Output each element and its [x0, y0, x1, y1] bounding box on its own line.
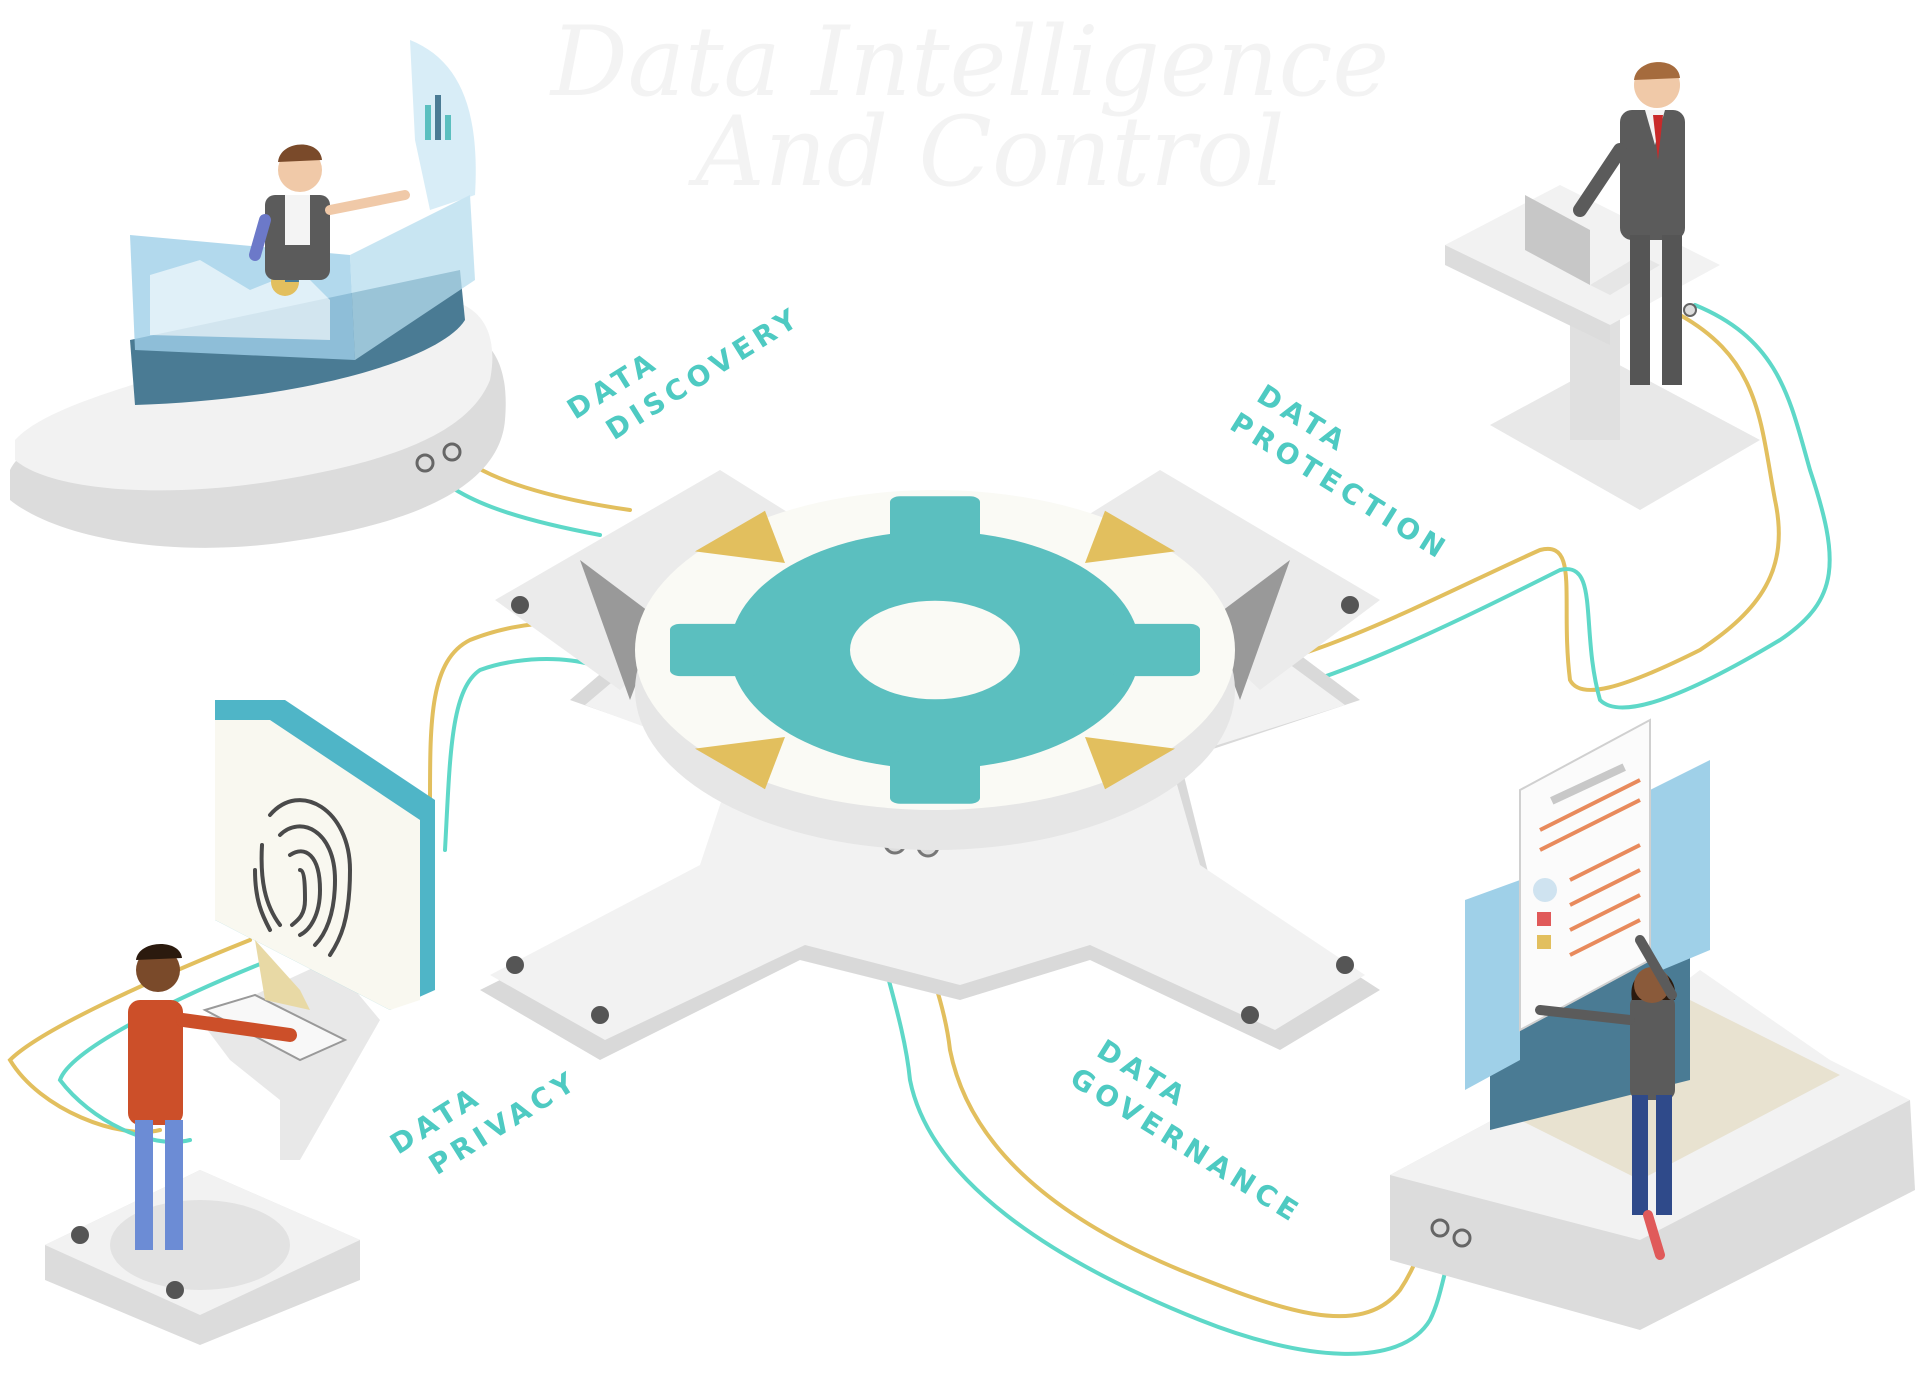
hub-bolt	[1241, 1006, 1259, 1024]
hub-arm-upper-left	[495, 470, 800, 690]
hub-bolt	[1341, 596, 1359, 614]
title-line-2: And Control	[687, 96, 1284, 208]
dashboard-screen-icon	[130, 40, 476, 360]
fingerprint-icon	[215, 700, 435, 1010]
diagram-title: Data Intelligence And Control	[549, 6, 1389, 208]
hub-bolt	[1336, 956, 1354, 974]
privacy-station	[45, 700, 435, 1345]
hub-bolt	[506, 956, 524, 974]
protection-station	[1445, 62, 1760, 510]
discovery-screen-top	[410, 40, 476, 210]
discovery-person	[249, 144, 410, 280]
gear-icon	[670, 496, 1200, 804]
discovery-screen-side	[350, 195, 475, 360]
label-privacy: DATA PRIVACY	[384, 1064, 584, 1182]
privacy-person	[128, 943, 297, 1250]
governance-person	[1535, 935, 1677, 1260]
discovery-station	[10, 40, 506, 548]
title-line-1: Data Intelligence	[549, 6, 1389, 118]
wire-protection-teal	[1233, 303, 1832, 710]
hub-arm-upper-right	[1080, 470, 1380, 690]
central-hub	[480, 470, 1380, 1060]
protection-floor	[1490, 360, 1760, 510]
label-discovery: DATA DISCOVERY	[561, 300, 807, 446]
protection-person	[1573, 62, 1685, 385]
governance-station	[1390, 718, 1915, 1330]
lectern-front	[1445, 245, 1610, 345]
hub-bolt	[591, 1006, 609, 1024]
hub-bolt	[511, 596, 529, 614]
label-governance: DATA GOVERNANCE	[1064, 1033, 1308, 1230]
